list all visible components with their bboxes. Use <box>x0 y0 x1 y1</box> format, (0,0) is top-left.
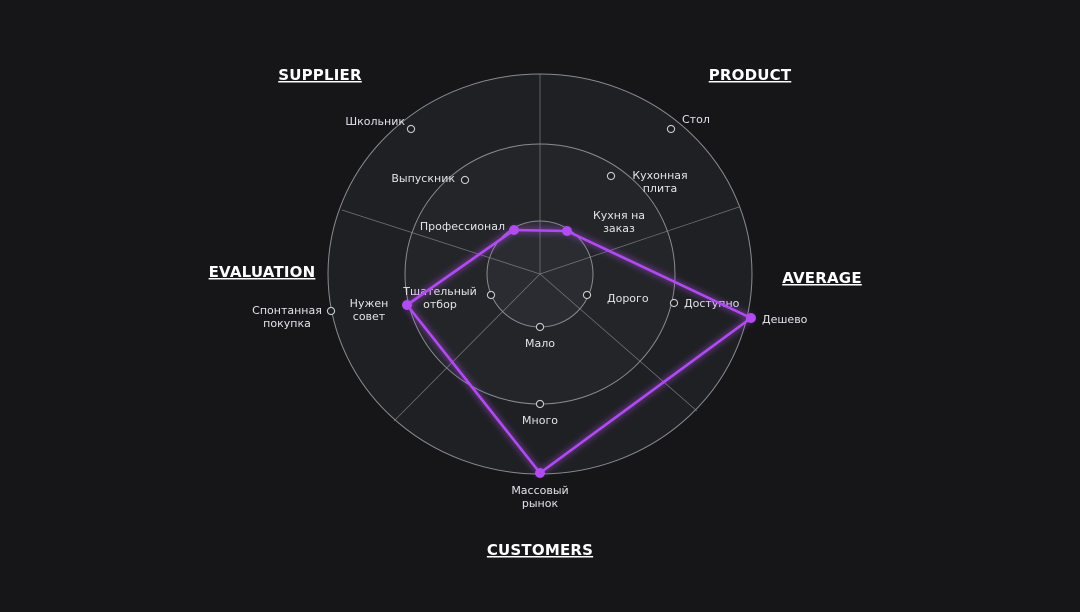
tick-marker-customers-1 <box>535 322 545 332</box>
tick-marker-average-2 <box>669 298 679 308</box>
tick-label-supplier-2: Выпускник <box>391 172 455 185</box>
sector-title-product: PRODUCT <box>709 66 792 84</box>
sector-title-supplier: SUPPLIER <box>278 66 362 84</box>
tick-marker-supplier-3 <box>406 124 416 134</box>
divider-line <box>341 209 541 275</box>
tick-label-customers-1: Мало <box>525 337 555 350</box>
series-layer <box>402 225 756 478</box>
tick-label-average-3: Дешево <box>762 313 808 326</box>
sector-title-evaluation: EVALUATION <box>209 263 316 281</box>
sector-dividers <box>341 74 740 422</box>
divider-line <box>393 273 541 422</box>
sector-title-average: AVERAGE <box>782 269 862 287</box>
tick-label-customers-2: Много <box>522 414 558 427</box>
tick-label-supplier-1: Профессионал <box>420 220 505 233</box>
series-point-average <box>746 313 756 323</box>
series-polygon <box>405 228 753 475</box>
tick-label-product-3: Стол <box>682 113 710 126</box>
tick-marker-evaluation-1 <box>486 290 496 300</box>
divider-line <box>539 206 740 275</box>
series-point-customers <box>535 468 545 478</box>
tick-marker-customers-2 <box>535 399 545 409</box>
tick-label-average-1: Дорого <box>607 292 649 305</box>
series-point-product <box>562 226 572 236</box>
divider-line <box>539 273 698 412</box>
sector-title-customers: CUSTOMERS <box>487 541 593 559</box>
series-point-evaluation <box>402 300 412 310</box>
tick-label-supplier-3: Школьник <box>345 115 405 128</box>
tick-marker-product-3 <box>666 124 676 134</box>
tick-marker-average-1 <box>582 290 592 300</box>
sector-titles: PRODUCT AVERAGE CUSTOMERS EVALUATION SUP… <box>209 66 862 559</box>
tick-marker-product-2 <box>606 171 616 181</box>
tick-marker-supplier-2 <box>460 175 470 185</box>
series-point-supplier <box>509 225 519 235</box>
tick-marker-evaluation-3 <box>326 306 336 316</box>
